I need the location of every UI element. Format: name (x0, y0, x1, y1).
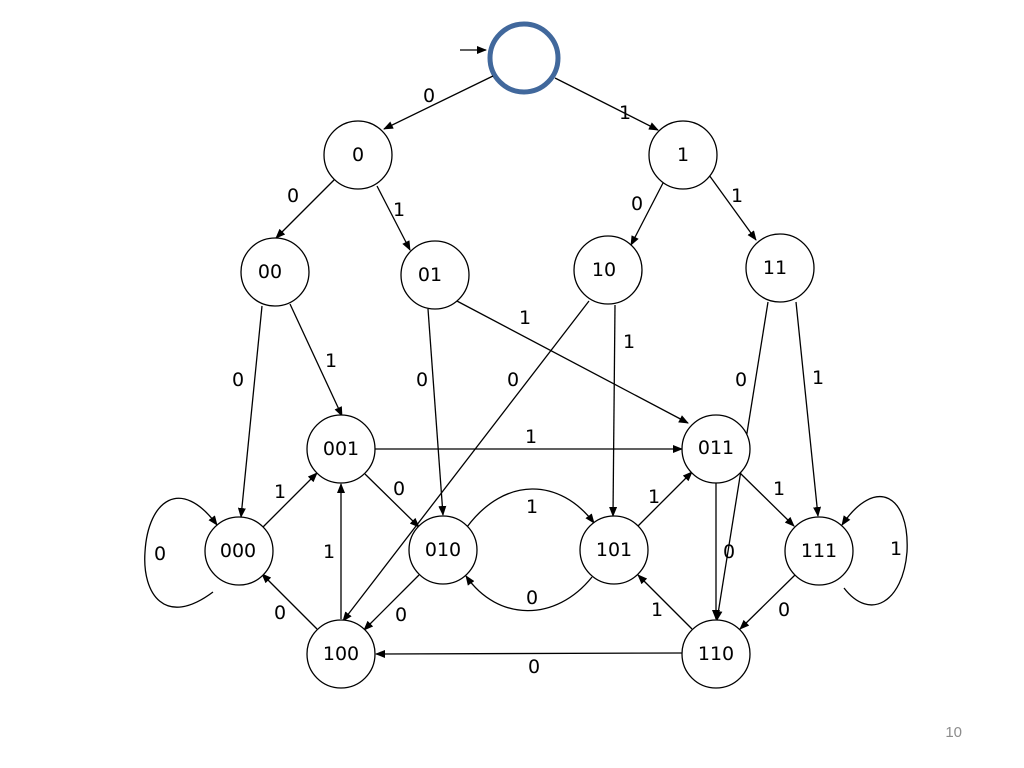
edge-000-001 (262, 472, 318, 528)
label-010-101: 1 (526, 496, 538, 518)
state-nodes (204, 120, 854, 689)
label-10-101: 1 (623, 331, 635, 353)
label-1-11: 1 (731, 185, 743, 207)
state-000 (204, 516, 274, 586)
edge-101-011 (636, 471, 693, 528)
edge-1-11 (708, 174, 757, 241)
edge-001-010 (364, 473, 420, 528)
label-10-100: 0 (507, 369, 519, 391)
state-011-label: 011 (698, 437, 734, 459)
state-1-label: 1 (677, 144, 689, 166)
label-11-110: 0 (735, 369, 747, 391)
label-start-1: 1 (619, 102, 631, 124)
edge-11-111 (795, 301, 822, 517)
edge-01-011 (454, 299, 689, 424)
edge-010-100 (363, 574, 420, 631)
edge-110-100 (375, 649, 683, 658)
state-100 (306, 619, 376, 689)
state-10-label: 10 (592, 259, 616, 281)
label-001-011: 1 (525, 426, 537, 448)
edge-1-10 (630, 182, 664, 246)
state-111 (784, 516, 854, 586)
state-01-label: 01 (418, 264, 442, 286)
label-110-100: 0 (528, 656, 540, 678)
edge-start-0 (383, 75, 494, 130)
label-101-011: 1 (648, 486, 660, 508)
label-100-001: 1 (323, 541, 335, 563)
state-labels: 0 1 00 01 10 11 000 001 010 011 100 101 … (220, 144, 837, 665)
state-0 (323, 120, 393, 190)
state-010 (408, 515, 478, 585)
label-0-00: 0 (287, 185, 299, 207)
edge-011-111 (739, 472, 795, 527)
transition-labels: 0 1 0 1 0 1 0 1 0 1 0 1 0 1 0 1 0 1 0 1 … (154, 85, 902, 678)
label-010-100: 0 (395, 604, 407, 626)
edge-00-001 (289, 303, 343, 417)
label-110-101: 1 (651, 599, 663, 621)
edge-010-101 (466, 488, 595, 528)
edge-10-101 (609, 304, 618, 517)
state-00 (240, 237, 310, 307)
state-001-label: 001 (323, 438, 359, 460)
state-010-label: 010 (425, 539, 461, 561)
state-110-label: 110 (698, 643, 734, 665)
edge-000-000-loop (144, 497, 218, 608)
label-011-111: 1 (773, 478, 785, 500)
state-1 (648, 120, 718, 190)
state-100-label: 100 (323, 643, 359, 665)
label-011-110: 0 (723, 541, 735, 563)
edge-0-01 (376, 185, 411, 251)
label-01-010: 0 (416, 369, 428, 391)
label-111-111: 1 (890, 538, 902, 560)
label-111-110: 0 (778, 599, 790, 621)
label-100-000: 0 (274, 602, 286, 624)
state-11-label: 11 (763, 257, 787, 279)
edge-00-000 (237, 305, 263, 518)
edge-111-111-loop (841, 496, 908, 606)
state-001 (306, 414, 376, 484)
state-101 (579, 515, 649, 585)
label-000-000: 0 (154, 543, 166, 565)
state-101-label: 101 (596, 539, 632, 561)
edge-111-110 (739, 574, 796, 630)
label-101-010: 0 (526, 587, 538, 609)
label-1-10: 0 (631, 193, 643, 215)
edge-0-00 (275, 178, 336, 239)
label-0-01: 1 (393, 199, 405, 221)
state-110 (681, 619, 751, 689)
state-11 (745, 233, 815, 303)
state-000-label: 000 (220, 540, 256, 562)
label-00-000: 0 (232, 369, 244, 391)
label-00-001: 1 (325, 350, 337, 372)
state-10 (573, 235, 643, 305)
state-0-label: 0 (352, 144, 364, 166)
page-number: 10 (945, 724, 962, 741)
label-01-011: 1 (519, 307, 531, 329)
edge-10-100 (342, 300, 590, 622)
label-000-001: 1 (274, 481, 286, 503)
state-00-label: 00 (258, 261, 282, 283)
state-011 (681, 414, 751, 484)
edge-start-1 (554, 77, 659, 131)
label-11-111: 1 (812, 367, 824, 389)
state-111-label: 111 (801, 540, 837, 562)
edge-110-101 (637, 574, 693, 630)
label-start-0: 0 (423, 85, 435, 107)
state-01 (400, 240, 470, 310)
label-001-010: 0 (393, 478, 405, 500)
start-state (487, 21, 561, 95)
edge-01-010 (427, 308, 447, 516)
edge-100-000 (261, 573, 318, 630)
edge-101-010 (465, 575, 593, 612)
